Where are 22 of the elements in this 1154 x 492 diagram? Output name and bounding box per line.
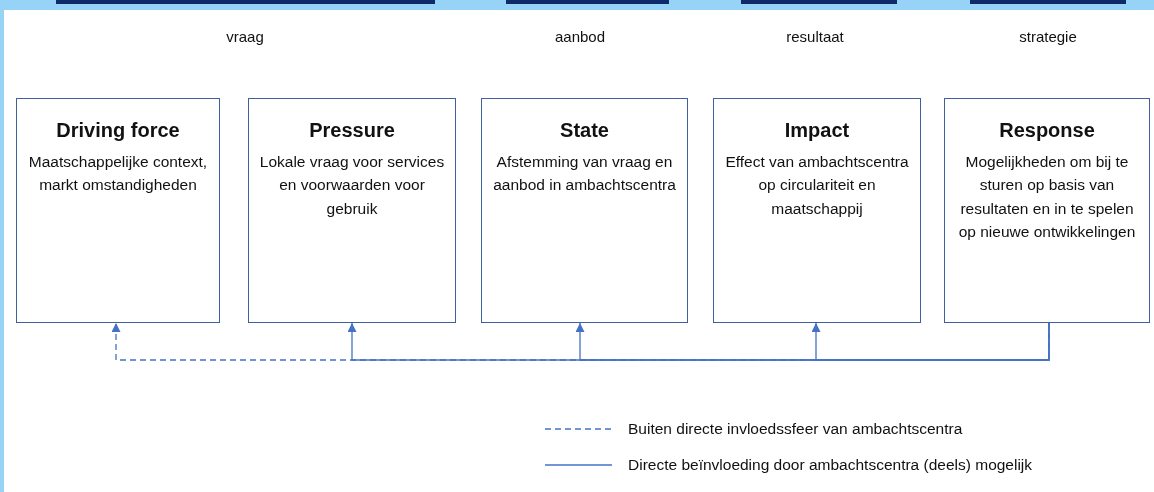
stage-description: Maatschappelijke context, markt omstandigheden xyxy=(27,152,209,196)
stage-description: Afstemming van vraag en aanbod in ambachtscentra xyxy=(492,152,677,196)
stage-title: Driving force xyxy=(56,119,180,142)
stage-box xyxy=(481,98,688,323)
column-heading: vraag xyxy=(226,28,264,45)
stage-description: Lokale vraag voor services en voorwaarden voor gebruik xyxy=(258,152,446,219)
column-heading: strategie xyxy=(1019,28,1077,45)
legend-text: Directe beïnvloeding door ambachtscentra (deels) mogelijk xyxy=(628,456,1033,474)
stage-box xyxy=(944,98,1150,323)
column-heading: aanbod xyxy=(554,28,606,45)
stage-box xyxy=(713,98,921,323)
stage-title: Response xyxy=(999,119,1095,142)
legend-text: Buiten directe invloedssfeer van ambachtscentra xyxy=(628,420,963,438)
stage-box xyxy=(248,98,456,323)
stage-title: Pressure xyxy=(309,119,395,142)
stage-description: Mogelijkheden om bij te sturen op basis van resultaten en in te spelen op nieuwe ontwikkelingen xyxy=(957,152,1137,242)
stage-box xyxy=(16,98,220,323)
stage-title: State xyxy=(560,119,609,142)
column-heading: resultaat xyxy=(786,28,844,45)
stage-description: Effect van ambachtscentra op circulariteit en maatschappij xyxy=(724,152,910,219)
connector-arrow xyxy=(811,322,1050,361)
stage-title: Impact xyxy=(784,119,850,142)
